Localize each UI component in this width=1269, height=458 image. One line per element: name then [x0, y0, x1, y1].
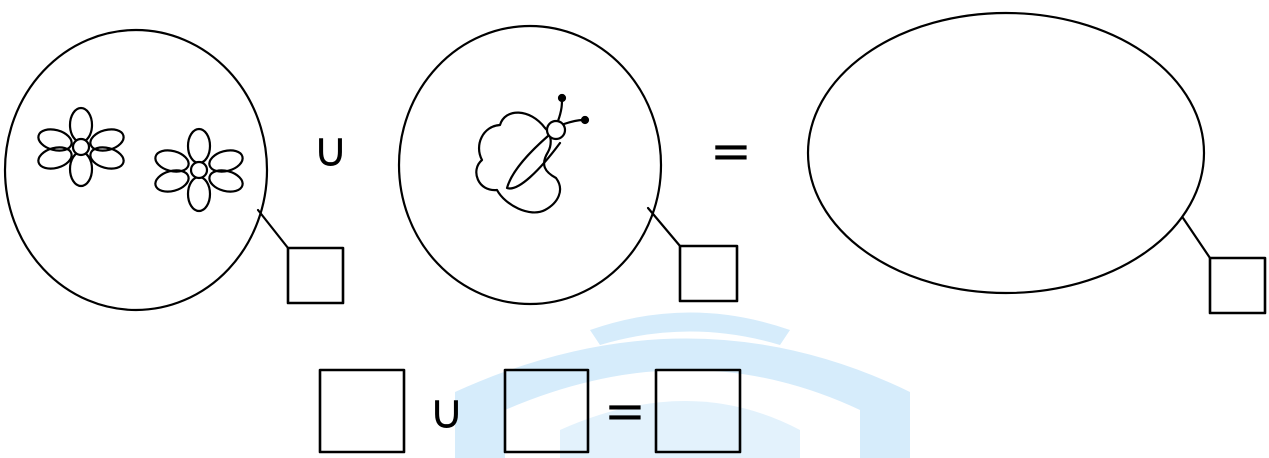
bottom-union-symbol: ∪ — [429, 384, 465, 440]
result-set-ellipse — [806, 11, 1206, 295]
bottom-box-a[interactable] — [318, 368, 406, 454]
watermark-logo — [455, 312, 910, 458]
flower-icon — [154, 127, 244, 213]
set-b-count-box[interactable] — [678, 244, 739, 303]
set-a-circle — [3, 28, 269, 312]
result-count-box[interactable] — [1208, 256, 1267, 315]
top-equals-symbol: = — [710, 122, 752, 180]
result-pointer-line — [1181, 216, 1212, 260]
butterfly-icon — [475, 93, 590, 214]
bottom-box-b[interactable] — [503, 368, 590, 454]
top-union-symbol: ∪ — [313, 122, 349, 178]
set-b-pointer-line — [646, 206, 682, 248]
bottom-box-result[interactable] — [654, 368, 742, 454]
set-b-circle — [397, 24, 663, 306]
flower-icon — [37, 106, 125, 188]
bottom-equals-symbol: = — [604, 382, 646, 440]
set-a-count-box[interactable] — [286, 246, 345, 305]
set-a-pointer-line — [256, 208, 290, 250]
